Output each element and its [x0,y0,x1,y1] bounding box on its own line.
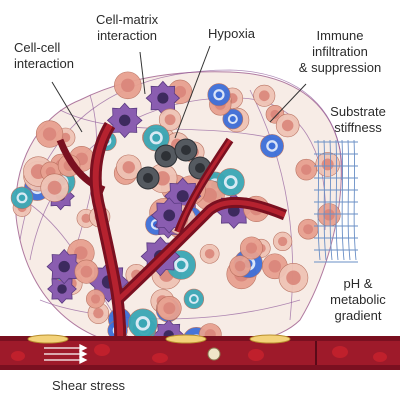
tumor-cell [116,154,142,180]
immune-infiltration-label: Immune infiltration & suppression [288,28,392,76]
label-line: metabolic [330,292,386,307]
tumor-cell [40,173,69,202]
immune-cell [145,80,181,116]
red-blood-cell [94,344,110,356]
grid-line [335,139,339,261]
substrate-stiffness-label: Substrate stiffness [320,104,396,136]
grid-line [323,139,327,261]
label-line: interaction [97,28,158,43]
label-line: infiltration [312,44,368,59]
tumor-cell [158,108,182,131]
main-blood-vessel [0,334,400,370]
immune-cell [106,102,143,139]
immune-cell [260,134,284,158]
hypoxia-label: Hypoxia [208,26,255,41]
grid-line [347,139,351,261]
red-blood-cell [11,351,25,361]
grid-line [341,139,345,261]
red-blood-cell [373,352,387,362]
tumor-cell [114,71,142,100]
immune-cell [183,288,205,310]
red-blood-cell [332,346,348,358]
cell-cell-interaction-label: Cell-cell interaction [14,40,74,72]
substrate-stiffness-grid [314,139,358,263]
tumor-cell [35,120,64,148]
immune-cell [46,248,82,285]
label-line: gradient [334,308,382,323]
tumor-cell [199,243,220,264]
tumor-cell [229,255,251,277]
grid-line [317,139,321,261]
grid-line [353,139,357,261]
shear-stress-arrows [44,343,88,365]
shear-stress-label: Shear stress [52,378,125,393]
tumor-cell [74,259,99,284]
hypoxic-cell [154,144,178,168]
label-line: stiffness [334,120,382,135]
immune-cell [10,186,34,210]
tumor-cell [273,231,293,252]
circulating-tumor-cell [207,347,221,361]
endothelial-cell [27,334,69,344]
tumor-cell [295,158,318,181]
tumor-cell [239,236,263,260]
tumor-cell [253,84,276,107]
endothelial-cell [165,334,207,344]
immune-cell [216,168,245,197]
immune-cell [222,108,244,130]
cell-matrix-interaction-label: Cell-matrix interaction [96,12,158,44]
red-blood-cell [152,353,168,363]
leader-lines [51,45,307,139]
hypoxic-cell [174,138,198,162]
hypoxic-cell [136,166,160,190]
tumor-cell [317,203,341,227]
grid-line [329,139,333,261]
label-line: & suppression [298,60,382,75]
label-line: Cell-cell [14,40,61,55]
label-line: Cell-matrix [96,12,159,27]
immune-cell [128,308,158,339]
red-blood-cell [248,349,264,361]
tumor-cell [297,218,319,240]
branching-blood-vessel [56,121,288,349]
immune-cell [207,83,231,107]
label-line: pH & [343,276,373,291]
tumor-cell [86,289,106,309]
tumor-cell [275,113,300,138]
label-line: interaction [14,56,74,71]
label-line: Immune [316,28,364,43]
tumor-cell [278,262,309,293]
ph-metabolic-gradient-label: pH & metabolic gradient [322,276,394,324]
label-line: Substrate [330,104,386,119]
ecm-fiber [19,69,343,241]
endothelial-cell [249,334,291,344]
tumor-cell [157,295,182,321]
